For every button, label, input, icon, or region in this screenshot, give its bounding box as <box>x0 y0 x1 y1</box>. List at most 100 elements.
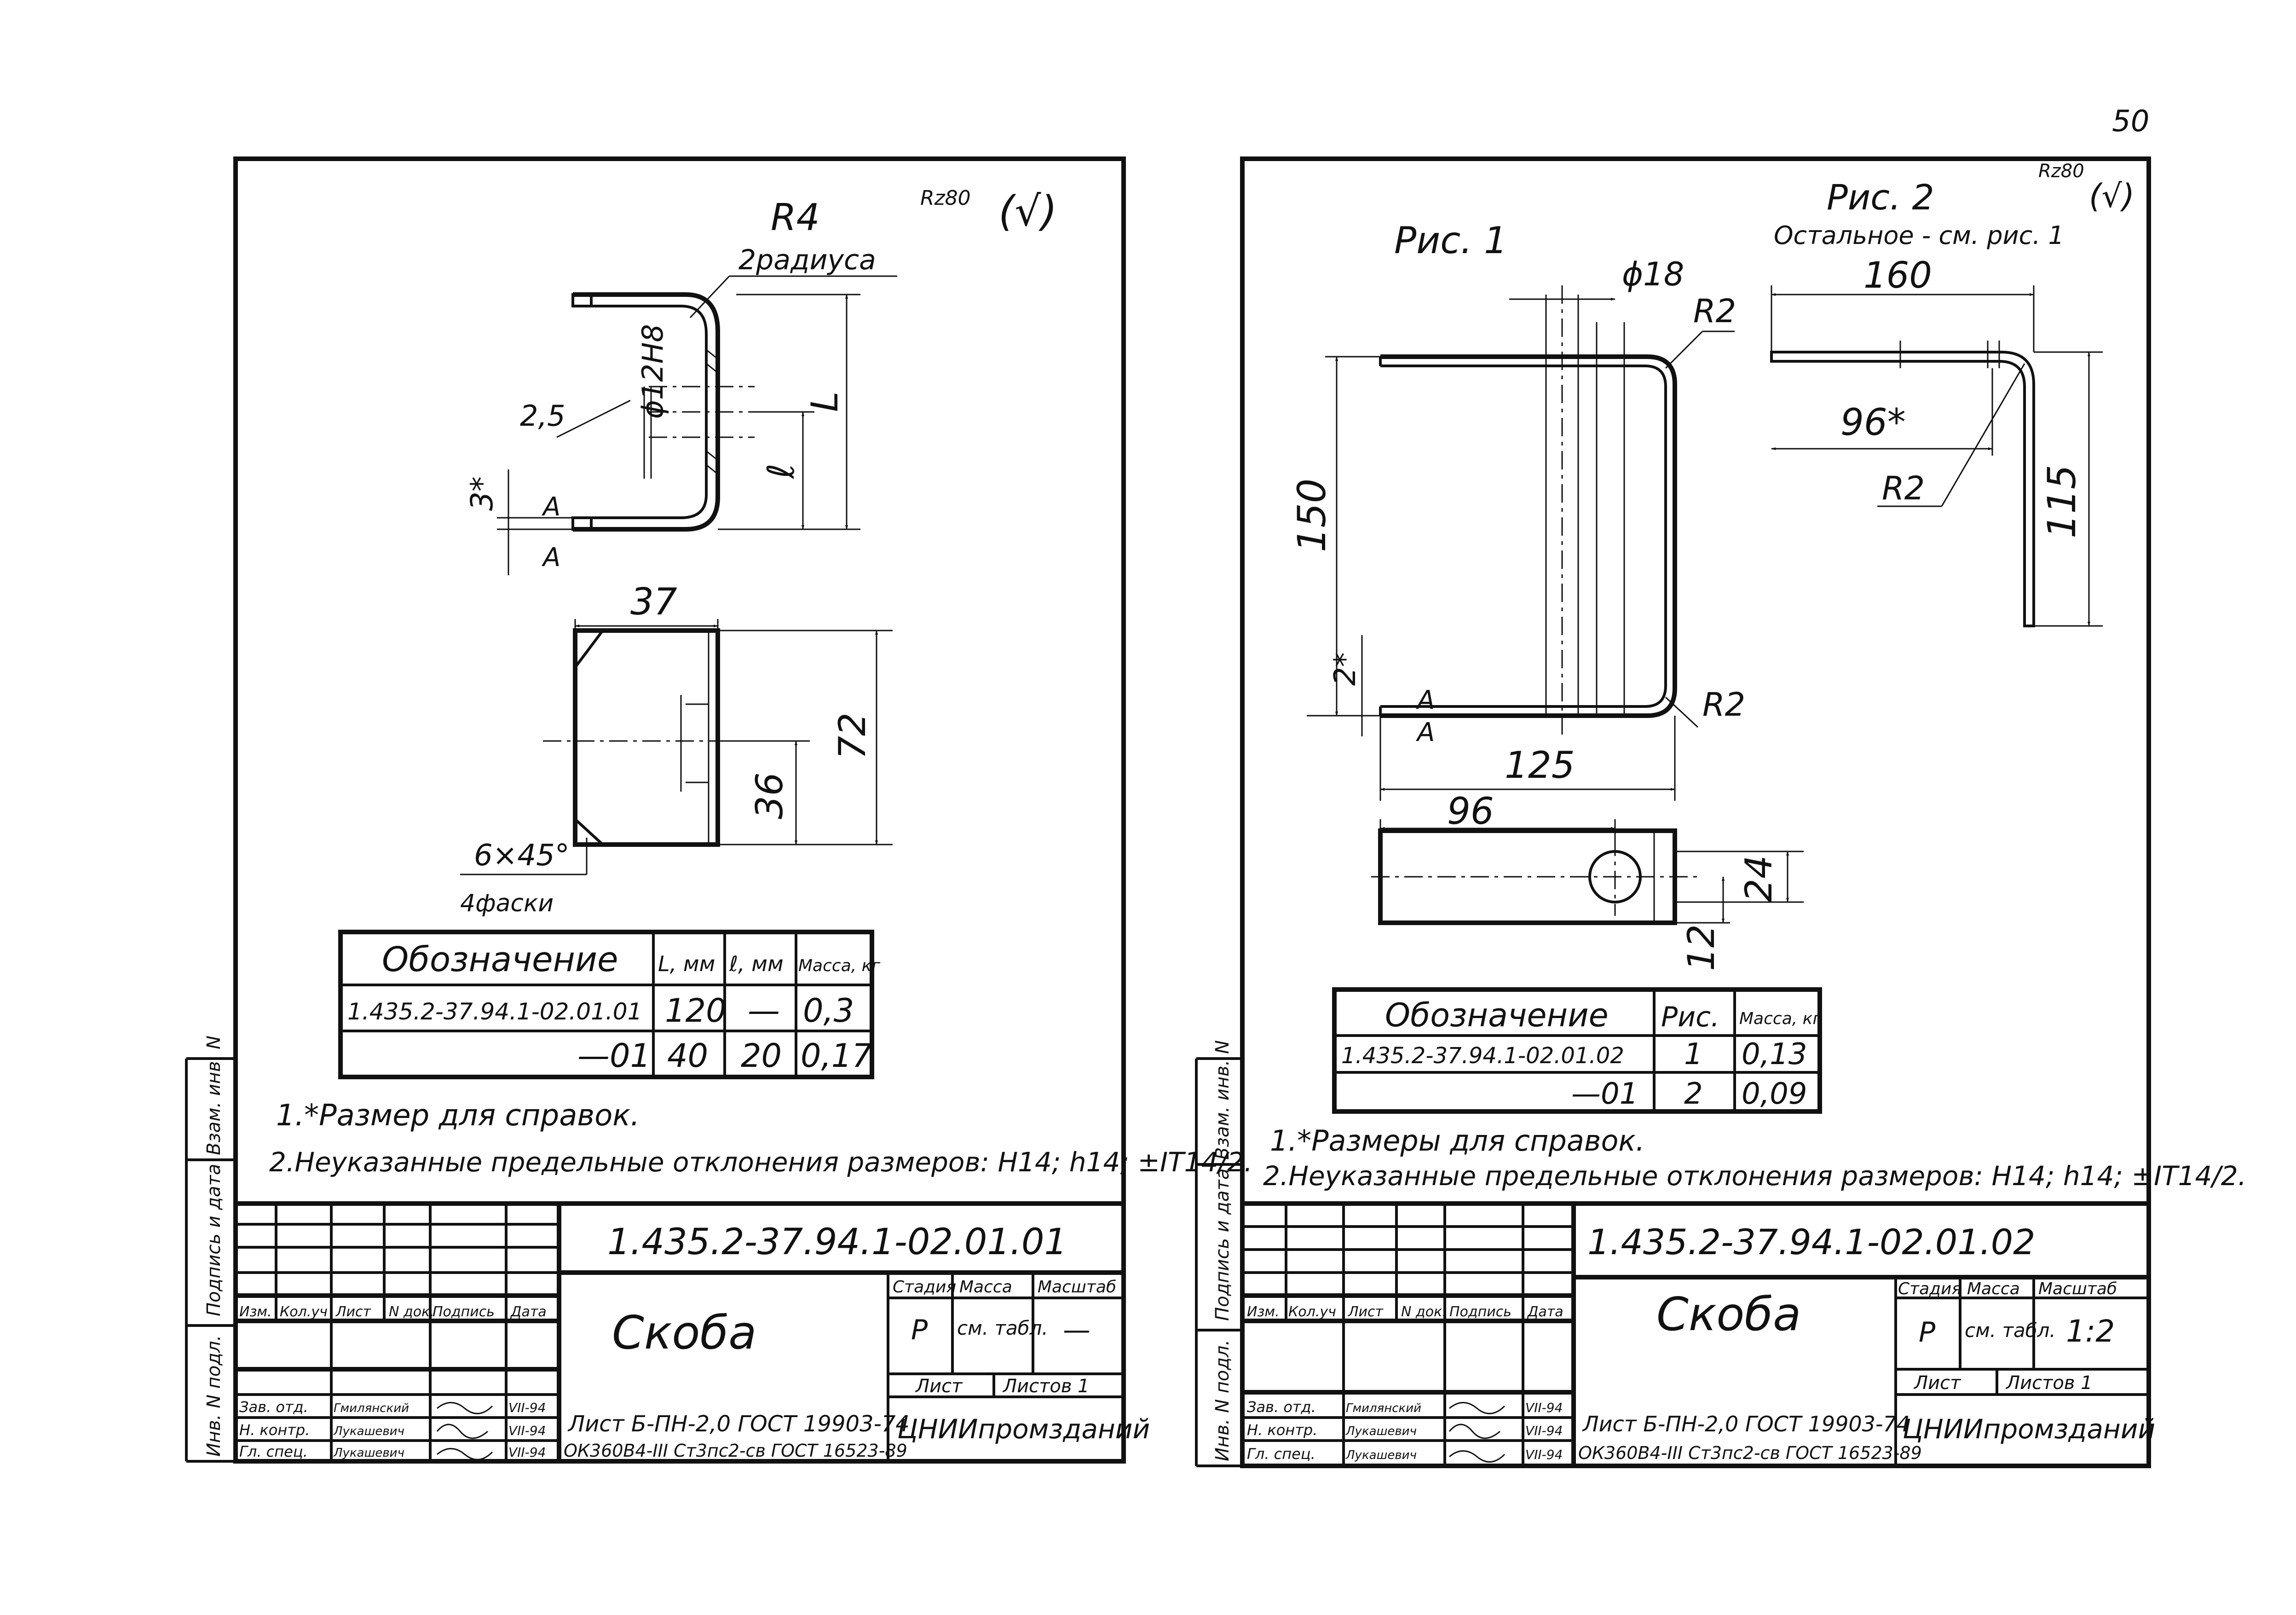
rev-header: Подпись <box>433 1304 495 1320</box>
hole-label: ϕ12H8 <box>636 324 669 419</box>
material-line-1: Лист Б-ПН-2,0 ГОСТ 19903-74 <box>567 1411 910 1437</box>
staff-date: VII-94 <box>1525 1400 1563 1415</box>
staff-date: VII-94 <box>508 1423 546 1438</box>
side-label-replace: Взам. инв. N <box>1212 1040 1233 1160</box>
scale-value: 1:2 <box>2066 1314 2115 1349</box>
dim-L: L <box>803 391 846 412</box>
staff-role: Зав. отд. <box>239 1398 308 1416</box>
dim-24: 24 <box>1737 855 1780 902</box>
sheet-label: Лист <box>915 1376 963 1397</box>
dim-160: 160 <box>1863 255 1932 296</box>
mass-value: см. табл. <box>1965 1319 2056 1342</box>
section-mark-b: A <box>542 543 560 573</box>
table-cell: 0,3 <box>803 992 854 1030</box>
dim-96: 96 <box>1447 790 1494 833</box>
radius-label: R4 <box>771 196 819 239</box>
table-header-L: L, мм <box>658 951 715 976</box>
chamfer-label: 6×45° <box>474 839 570 873</box>
fig2-label: Рис. 2 <box>1827 177 1934 218</box>
staff-date: VII-94 <box>508 1445 546 1460</box>
table-cell: 2 <box>1684 1077 1703 1111</box>
section-mark: A <box>1416 685 1435 715</box>
table-cell: 20 <box>741 1037 782 1075</box>
table-cell: 1 <box>1684 1037 1703 1071</box>
rev-header: Дата <box>1527 1304 1563 1320</box>
side-label-replace: Взам. инв. N <box>203 1036 225 1155</box>
title-block: Изм. Кол.уч Лист N док. Подпись Дата Зав… <box>236 1201 1150 1461</box>
roughness-rest: (√) <box>2089 177 2134 215</box>
fig1-side-view: ϕ18 R2 R2 150 2* A A 125 <box>1289 255 1745 801</box>
organization: ЦНИИпромзданий <box>1903 1413 2155 1445</box>
staff-name: Гмилянский <box>334 1401 409 1415</box>
table-cell: 0,17 <box>801 1037 872 1075</box>
roughness-mark: Rz80 <box>2038 161 2084 182</box>
drawing-title: Скоба <box>1656 1287 1801 1341</box>
staff-name: Лукашевич <box>1345 1448 1417 1462</box>
rev-header: Подпись <box>1449 1304 1511 1320</box>
rev-header: Кол.уч <box>1288 1304 1336 1320</box>
note-1: 1.*Размер для справок. <box>276 1099 640 1133</box>
chamfer-note: 4фаски <box>460 890 554 917</box>
dim-72: 72 <box>831 712 874 759</box>
designation: 1.435.2-37.94.1-02.01.02 <box>1587 1221 2035 1262</box>
dim-150: 150 <box>1289 479 1334 552</box>
stage-value: Р <box>1919 1316 1936 1349</box>
table-header-l: ℓ, мм <box>729 951 784 976</box>
stage-label: Стадия <box>1898 1279 1961 1298</box>
drawing-title: Скоба <box>612 1306 756 1360</box>
sheets-count: Листов 1 <box>2005 1372 2093 1394</box>
rev-header: Дата <box>510 1304 547 1320</box>
mass-table: Обозначение L, мм ℓ, мм Масса, кг 1.435.… <box>338 930 881 1079</box>
side-strip: Инв. N подл. Подпись и дата Взам. инв. N <box>185 1036 236 1463</box>
title-block: Изм. Кол.уч Лист N док. Подпись Дата Зав… <box>1242 1201 2155 1466</box>
radius-note: 2радиуса <box>738 244 876 276</box>
material-line-2: ОК360В4-III Ст3пс2-св ГОСТ 16523-89 <box>564 1441 907 1461</box>
dim-l: ℓ <box>760 463 802 480</box>
staff-name: Лукашевич <box>333 1424 404 1438</box>
side-label-inv: Инв. N подл. <box>203 1335 225 1457</box>
mass-label: Масса <box>1967 1279 2020 1298</box>
side-strip: Инв. N подл. Подпись и дата Взам. инв. N <box>1195 1040 1242 1467</box>
rev-header: Лист <box>1348 1304 1384 1320</box>
table-header-fig: Рис. <box>1661 1001 1719 1033</box>
table-header-mass: Масса, кг <box>1739 1009 1822 1028</box>
staff-role: Зав. отд. <box>1247 1398 1316 1416</box>
dim-36: 36 <box>748 772 791 819</box>
mass-value: см. табл. <box>957 1317 1048 1339</box>
side-label-inv: Инв. N подл. <box>1212 1340 1233 1461</box>
scale-value: — <box>1063 1314 1090 1346</box>
staff-role: Н. контр. <box>239 1421 310 1439</box>
mass-label: Масса <box>959 1278 1012 1297</box>
designation: 1.435.2-37.94.1-02.01.01 <box>607 1221 1067 1263</box>
table-header-mass: Масса, кг <box>798 956 881 975</box>
fig1-label: Рис. 1 <box>1394 219 1507 262</box>
scale-label: Масштаб <box>2038 1279 2117 1298</box>
dim-37: 37 <box>630 580 677 623</box>
hole-label: ϕ18 <box>1622 255 1684 293</box>
table-cell: 40 <box>667 1037 708 1075</box>
sheets-count: Листов 1 <box>1002 1376 1090 1397</box>
table-cell: 1.435.2-37.94.1-02.01.02 <box>1341 1043 1624 1069</box>
staff-name: Лукашевич <box>333 1446 404 1460</box>
staff-date: VII-94 <box>1525 1447 1563 1462</box>
rev-header: Изм. <box>239 1304 272 1320</box>
note-1: 1.*Размеры для справок. <box>1270 1124 1645 1158</box>
table-cell: 0,13 <box>1742 1037 1807 1071</box>
table-cell: —01 <box>1571 1077 1638 1111</box>
table-cell: — <box>748 992 780 1030</box>
radius-label-top: R2 <box>1693 292 1736 330</box>
dim-12: 12 <box>1680 924 1723 971</box>
side-label-sign: Подпись и дата <box>203 1164 225 1316</box>
dim-125: 125 <box>1505 744 1575 787</box>
signature <box>436 1402 493 1460</box>
radius-label-bottom: R2 <box>1702 686 1745 724</box>
signature <box>1448 1402 1506 1463</box>
rev-header: Лист <box>335 1304 372 1320</box>
sheet-right: Инв. N подл. Подпись и дата Взам. инв. N… <box>1195 156 2246 1468</box>
roughness-mark: Rz80 <box>920 186 971 210</box>
table-header-designation: Обозначение <box>1385 996 1609 1034</box>
rev-header: Кол.уч <box>280 1304 328 1320</box>
staff-role: Гл. спец. <box>1247 1445 1315 1463</box>
side-label-sign: Подпись и дата <box>1212 1169 1233 1321</box>
